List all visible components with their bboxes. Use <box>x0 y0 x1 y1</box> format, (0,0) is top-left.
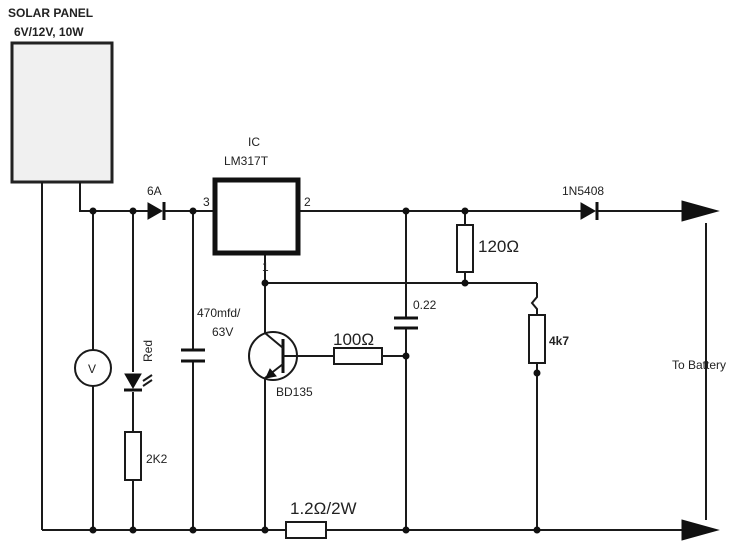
regulator-pin-adj: 1 <box>262 260 269 274</box>
resistor-2k2-label: 2K2 <box>146 452 168 466</box>
shunt-label: 1.2Ω/2W <box>290 499 357 518</box>
voltmeter <box>74 349 112 387</box>
led-label: Red <box>141 340 155 362</box>
capacitor-470 <box>181 348 205 363</box>
voltmeter-label: V <box>88 362 96 376</box>
diode-6a-label: 6A <box>147 184 162 198</box>
regulator-label-part: LM317T <box>224 154 269 168</box>
solar-panel <box>10 41 114 184</box>
capacitor-022 <box>394 316 418 330</box>
diode-1n5408 <box>580 202 599 220</box>
capacitor-470-label-1: 470mfd/ <box>197 306 241 320</box>
capacitor-470-label-2: 63V <box>212 325 233 339</box>
output-arrow-top <box>681 200 720 222</box>
transistor-bd135 <box>248 331 298 381</box>
regulator-pin-in: 3 <box>203 195 210 209</box>
led-red <box>124 373 153 392</box>
resistor-4k7-label: 4k7 <box>549 334 569 348</box>
resistor-4k7 <box>528 314 546 364</box>
resistor-120 <box>456 224 474 273</box>
capacitor-022-label: 0.22 <box>413 298 437 312</box>
shunt-resistor <box>285 521 327 539</box>
regulator-label-ic: IC <box>248 135 260 149</box>
to-battery-label: To Battery <box>672 358 726 372</box>
resistor-100 <box>333 347 383 365</box>
regulator-pin-out: 2 <box>304 195 311 209</box>
resistor-100-label: 100Ω <box>333 330 374 349</box>
diode-6a <box>147 202 166 220</box>
junction-dots <box>89 207 541 534</box>
output-arrow-bottom <box>681 519 720 541</box>
transistor-label: BD135 <box>276 385 313 399</box>
regulator-ic <box>212 177 301 256</box>
solar-panel-rating: 6V/12V, 10W <box>14 25 84 39</box>
resistor-2k2 <box>124 431 142 481</box>
resistor-120-label: 120Ω <box>478 237 519 256</box>
diode-1n5408-label: 1N5408 <box>562 184 604 198</box>
solar-panel-title: SOLAR PANEL <box>8 6 93 20</box>
